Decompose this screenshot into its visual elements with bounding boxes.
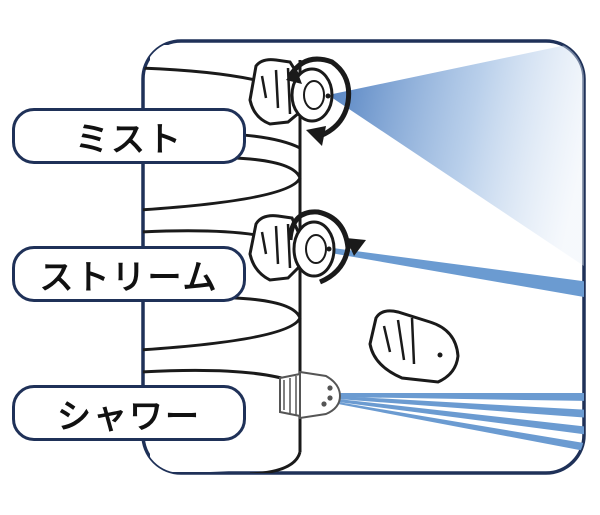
label-shower-box: シャワー [12, 385, 246, 441]
shower-spray [338, 393, 584, 452]
rotate-arrow-icon [287, 56, 352, 139]
label-mist: ミスト [75, 119, 183, 160]
mist-spray [328, 41, 584, 270]
nozzle-cap-icon [368, 309, 460, 384]
label-stream: ストリーム [39, 257, 219, 298]
nozzle-mist-icon [248, 56, 352, 146]
stream-spray [325, 247, 584, 298]
shower-nozzle-icon [279, 370, 342, 420]
rotate-arrow-icon [287, 209, 351, 285]
label-shower: シャワー [57, 396, 201, 437]
nozzle-stream-icon [248, 209, 366, 285]
label-stream-box: ストリーム [12, 246, 246, 302]
label-mist-box: ミスト [12, 108, 246, 164]
